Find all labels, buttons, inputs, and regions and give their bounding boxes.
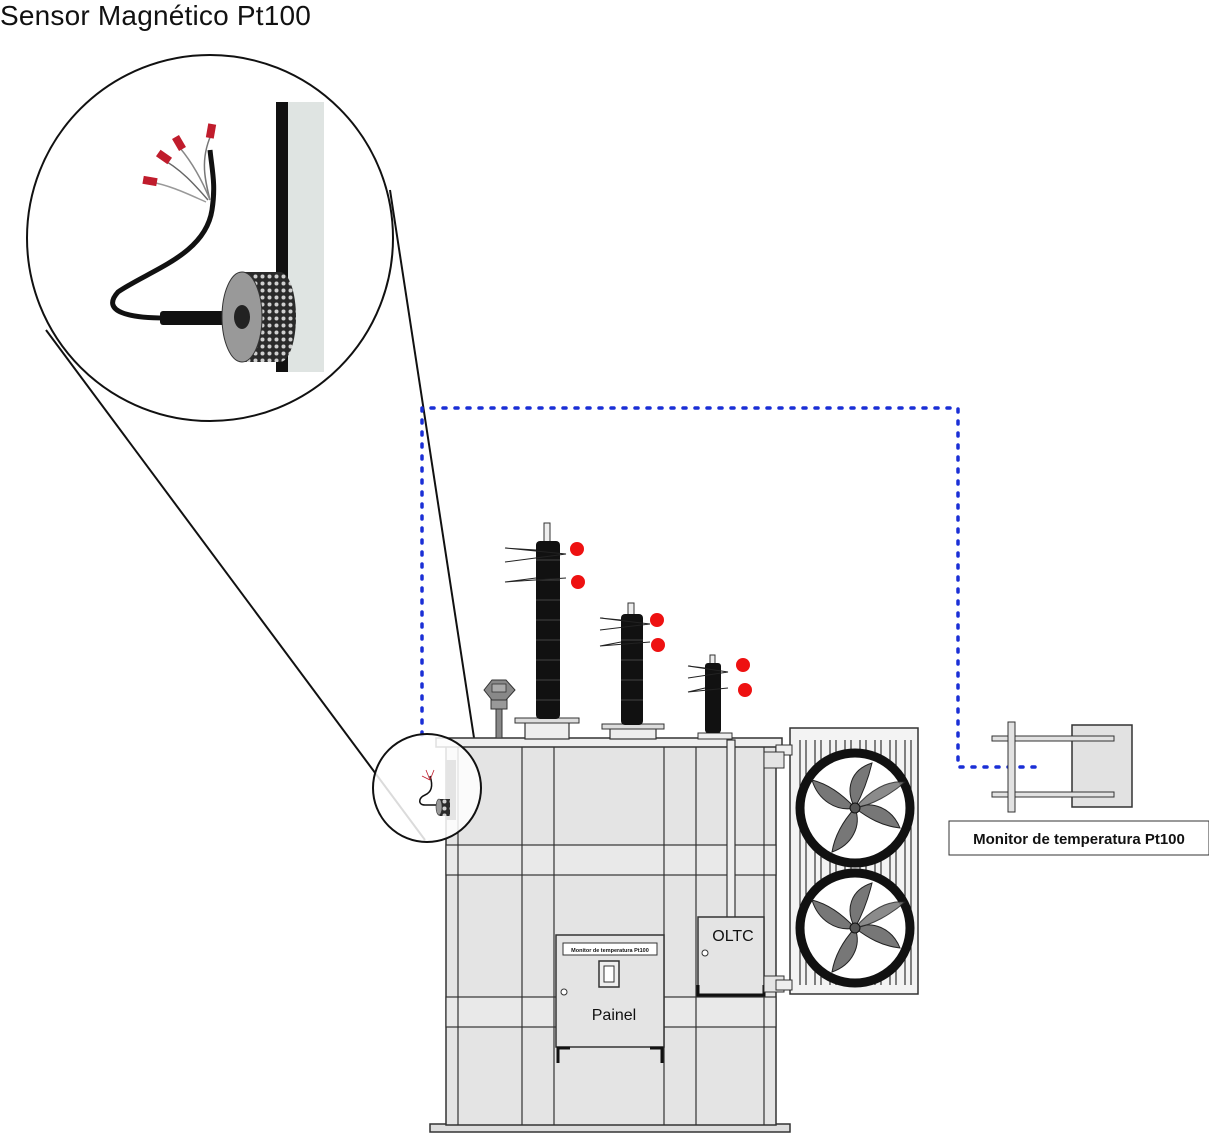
transformer: OLTC Monitor de temperatura Pt100 Painel: [429, 522, 919, 1133]
thermowell-probe: [483, 679, 516, 739]
bushing-mv: [599, 602, 651, 725]
sensor-cable: [110, 149, 238, 321]
bushing-lv: [687, 654, 729, 733]
panel-label: Painel: [592, 1007, 636, 1024]
panel-nameplate: [562, 942, 658, 956]
magnet-sensor-body: [221, 271, 296, 363]
monitor-label-box: [948, 820, 1209, 856]
temperature-monitor: Monitor de temperatura Pt100: [948, 721, 1209, 856]
diagram-title: Sensor Magnético Pt100: [0, 0, 312, 31]
panel-nameplate-text: Monitor de temperatura Pt100: [571, 948, 649, 954]
zoom-circle: [26, 54, 394, 422]
bushing-base-mv: [609, 727, 657, 740]
monitor-label: Monitor de temperatura Pt100: [973, 831, 1185, 848]
marker-lv-2: [738, 683, 752, 697]
zoom-callout: [26, 54, 483, 841]
marker-lv-1: [736, 658, 750, 672]
connection-markers: [570, 542, 752, 697]
cable-sleeve: [160, 311, 240, 325]
marker-mv-2: [651, 638, 665, 652]
sensor-location-marker: [372, 733, 482, 843]
bushing-base-hv: [524, 721, 570, 740]
oltc-label: OLTC: [712, 928, 753, 945]
callout-line-top: [389, 189, 483, 791]
signal-link-line: [420, 406, 1042, 769]
tank-band-upper: [445, 844, 777, 876]
oltc-pipe: [726, 739, 736, 919]
cooling-fan-bottom: [795, 868, 915, 988]
cooling-fan-top: [795, 748, 915, 868]
sensor-wires: [149, 134, 212, 203]
marker-hv-2: [571, 575, 585, 589]
control-panel: Monitor de temperatura Pt100 Painel: [555, 934, 665, 1063]
bushing-base-lv: [697, 732, 733, 740]
oltc-box: OLTC: [696, 916, 766, 997]
callout-line-bottom: [45, 329, 426, 841]
bushing-hv: [504, 522, 567, 719]
marker-hv-1: [570, 542, 584, 556]
marker-mv-1: [650, 613, 664, 627]
wire-ferrules: [142, 123, 217, 187]
